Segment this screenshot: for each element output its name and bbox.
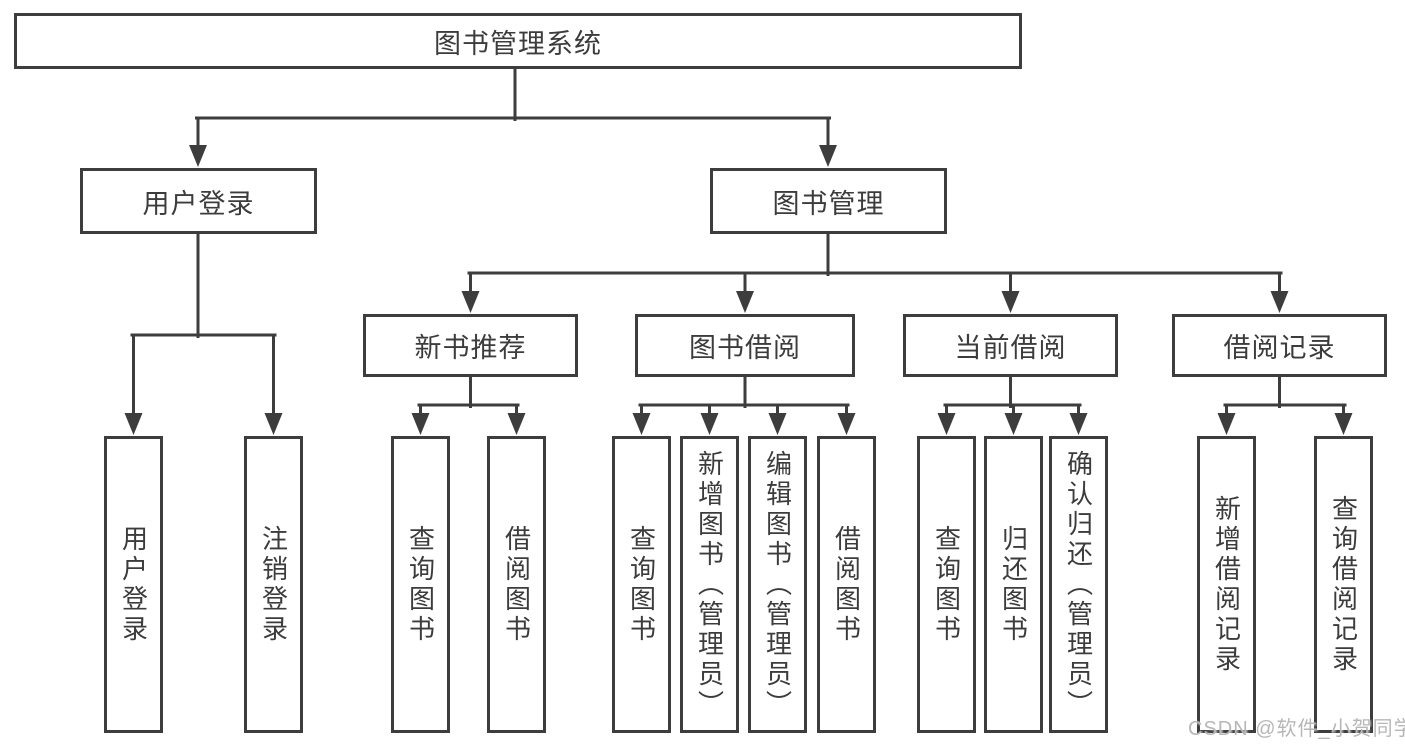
csdn-watermark: CSDN @软件_小贺同学 [1188,718,1405,740]
node-library-system: 图书管理系统 [14,13,1022,69]
connector-book-mgmt-split [461,231,1289,313]
connector-new-book-split [411,374,526,435]
leaf-label: 新增借阅记录 [1211,494,1242,675]
leaf-borrow-books-recommend: 借阅图书 [487,436,546,733]
node-label: 借阅记录 [1223,333,1336,363]
node-label: 当前借阅 [954,333,1067,363]
leaf-logout: 注销登录 [244,436,303,733]
node-new-book-recommend: 新书推荐 [363,314,578,377]
connector-borrow-records-split [1217,374,1353,435]
node-current-borrowing: 当前借阅 [903,314,1118,377]
leaf-label: 注销登录 [258,524,289,645]
leaf-query-books-current: 查询图书 [917,436,976,733]
leaf-borrow-books: 借阅图书 [817,436,876,733]
leaf-edit-books-admin: 编辑图书（管理员） [748,436,807,733]
node-label: 图书管理 [772,188,885,219]
leaf-user-login: 用户登录 [104,436,163,733]
leaf-label: 编辑图书（管理员） [762,449,793,720]
leaf-label: 借阅图书 [501,524,532,645]
node-label: 新书推荐 [414,333,527,363]
leaf-label: 用户登录 [118,524,149,645]
leaf-query-borrow-record: 查询借阅记录 [1314,436,1373,733]
leaf-label: 查询图书 [405,524,436,645]
connector-user-login-split [124,231,283,435]
leaf-label: 借阅图书 [831,524,862,645]
leaf-label: 查询图书 [626,524,657,645]
node-book-borrowing: 图书借阅 [635,314,855,377]
node-label: 图书借阅 [689,333,801,363]
node-book-management: 图书管理 [710,168,947,234]
node-label: 用户登录 [142,188,255,219]
connector-book-borrow-split [632,374,856,435]
leaf-label: 归还图书 [998,524,1029,645]
leaf-confirm-return-admin: 确认归还（管理员） [1049,436,1108,733]
connector-current-borrow-split [937,374,1088,435]
leaf-query-books-recommend: 查询图书 [391,436,450,733]
leaf-label: 查询借阅记录 [1328,494,1359,675]
node-user-login: 用户登录 [80,168,317,234]
leaf-label: 查询图书 [931,524,962,645]
leaf-add-borrow-record: 新增借阅记录 [1197,436,1256,733]
node-borrowing-records: 借阅记录 [1172,314,1387,377]
connector-root-split [189,65,837,167]
leaf-return-books: 归还图书 [984,436,1043,733]
node-label: 图书管理系统 [434,28,602,59]
leaf-query-books-borrow: 查询图书 [612,436,671,733]
leaf-add-books-admin: 新增图书（管理员） [680,436,739,733]
leaf-label: 确认归还（管理员） [1063,449,1094,720]
leaf-label: 新增图书（管理员） [694,449,725,720]
